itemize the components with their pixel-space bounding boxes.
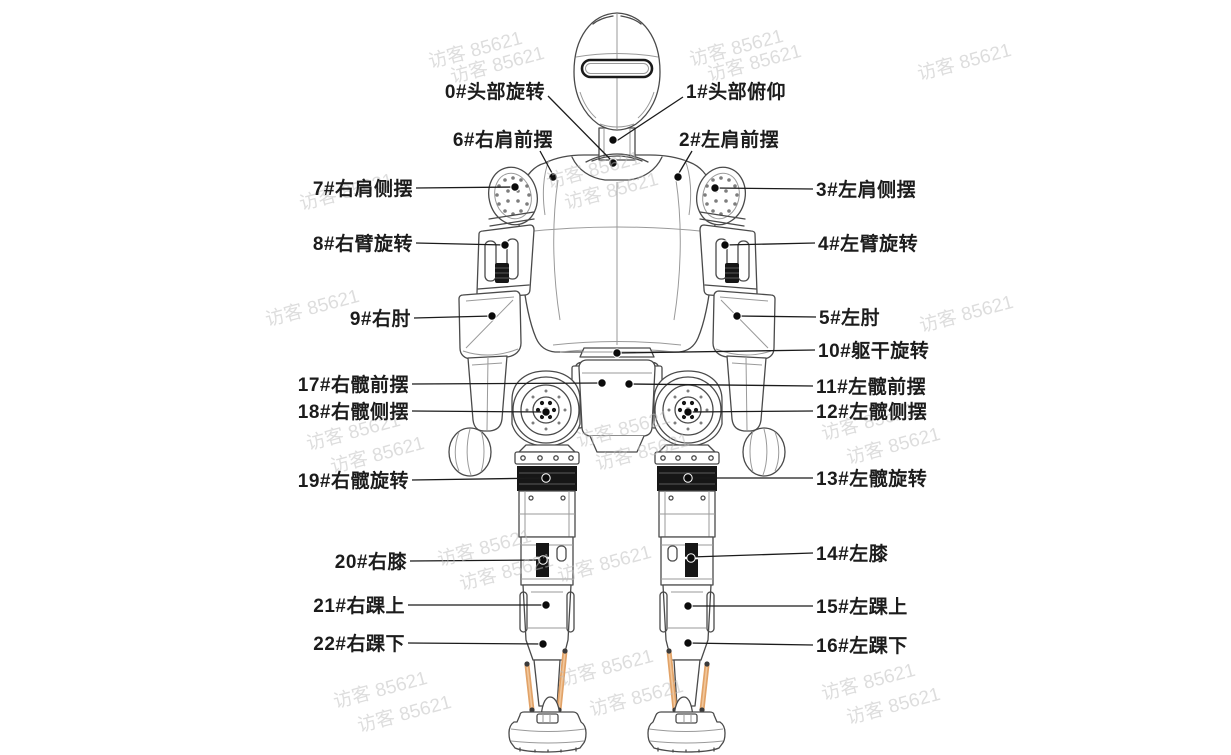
leader-line-11 xyxy=(628,383,814,387)
leader-line-5 xyxy=(736,315,817,318)
joint-label-7: 7#右肩侧摆 xyxy=(312,178,413,200)
leader-line-14 xyxy=(690,552,814,558)
leader-line-17 xyxy=(411,382,603,385)
joint-dot-3 xyxy=(710,183,720,193)
joint-dot-2 xyxy=(673,172,683,182)
joint-label-14: 14#左膝 xyxy=(816,543,889,565)
joint-label-1: 1#头部俯仰 xyxy=(686,81,787,103)
joint-dot-0 xyxy=(608,158,618,168)
leader-line-3 xyxy=(714,187,814,190)
joint-label-11: 11#左髋前摆 xyxy=(816,376,927,398)
joint-dot-4 xyxy=(720,240,730,250)
joint-dot-1 xyxy=(608,135,618,145)
leader-line-7 xyxy=(415,186,516,189)
joint-label-5: 5#左肘 xyxy=(819,307,881,329)
joint-dot-12 xyxy=(683,407,693,417)
joint-dot-6 xyxy=(548,172,558,182)
joint-label-20: 20#右膝 xyxy=(334,551,407,573)
joint-label-4: 4#左臂旋转 xyxy=(818,233,919,255)
leader-line-20 xyxy=(409,559,544,562)
joint-dot-22 xyxy=(538,639,548,649)
leader-line-16 xyxy=(687,642,814,646)
joint-label-3: 3#左肩侧摆 xyxy=(816,179,917,201)
joint-dot-18 xyxy=(541,407,551,417)
joint-label-17: 17#右髋前摆 xyxy=(297,374,409,396)
joint-label-16: 16#左踝下 xyxy=(816,635,908,657)
leader-line-10 xyxy=(616,349,816,354)
right-arm xyxy=(448,166,538,477)
joint-label-19: 19#右髋旋转 xyxy=(297,470,409,492)
joint-dot-8 xyxy=(500,240,510,250)
joint-dot-14 xyxy=(686,553,696,563)
joint-label-6: 6#右肩前摆 xyxy=(452,129,553,151)
leader-line-4 xyxy=(724,242,816,246)
leader-line-0 xyxy=(547,95,612,161)
joint-label-8: 8#右臂旋转 xyxy=(312,233,413,255)
leader-line-6 xyxy=(539,150,553,174)
joint-dot-5 xyxy=(732,311,742,321)
leader-line-18 xyxy=(411,410,547,413)
joint-label-22: 22#右踝下 xyxy=(313,633,405,655)
leader-line-9 xyxy=(413,315,493,319)
joint-dot-7 xyxy=(510,182,520,192)
joint-dot-20 xyxy=(538,555,548,565)
joint-label-0: 0#头部旋转 xyxy=(444,81,545,103)
leader-line-2 xyxy=(678,150,693,174)
leader-line-19 xyxy=(411,477,547,481)
joint-dot-15 xyxy=(683,601,693,611)
joint-label-15: 15#左踝上 xyxy=(816,596,908,618)
leader-line-1 xyxy=(614,96,684,143)
joint-dot-10 xyxy=(612,348,622,358)
leader-line-22 xyxy=(407,642,544,645)
leader-line-12 xyxy=(687,410,814,413)
joint-dot-19 xyxy=(541,473,551,483)
joint-label-9: 9#右肘 xyxy=(349,308,411,330)
joint-dot-21 xyxy=(541,600,551,610)
joint-label-2: 2#左肩前摆 xyxy=(679,129,780,151)
joint-label-18: 18#右髋侧摆 xyxy=(297,401,409,423)
joint-dot-17 xyxy=(597,378,607,388)
joint-label-13: 13#左髋旋转 xyxy=(816,468,928,490)
joint-label-21: 21#右踝上 xyxy=(313,595,405,617)
joint-dot-11 xyxy=(624,379,634,389)
leader-line-8 xyxy=(415,242,506,246)
joint-label-10: 10#躯干旋转 xyxy=(818,340,930,362)
joint-label-12: 12#左髋侧摆 xyxy=(816,401,928,423)
joint-dot-16 xyxy=(683,638,693,648)
joint-dot-13 xyxy=(683,473,693,483)
joint-dot-9 xyxy=(487,311,497,321)
